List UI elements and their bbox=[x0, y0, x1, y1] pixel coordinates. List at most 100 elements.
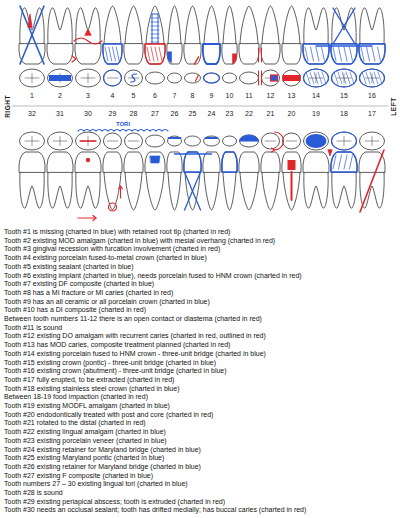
crown-hatch bbox=[316, 47, 319, 61]
legend-line: Tooth #5 existing sealant (charted in bl… bbox=[4, 263, 134, 272]
amalgam-fill bbox=[240, 135, 259, 141]
chart-mark bbox=[258, 48, 259, 62]
extrusion-arrow bbox=[120, 186, 121, 198]
legend-line: Tooth #9 has an all ceramic or all porce… bbox=[4, 298, 210, 307]
occlusal-outline bbox=[204, 136, 220, 146]
legend-line: Tooth #15 existing crown (pontic) - thre… bbox=[4, 359, 216, 368]
occlusal-groove bbox=[60, 137, 61, 146]
amalgam-fill bbox=[306, 134, 327, 148]
occlusal-outline bbox=[360, 132, 385, 150]
tooth-number: 4 bbox=[111, 92, 115, 100]
crown-hatch bbox=[310, 72, 314, 84]
occlusal-outline bbox=[240, 72, 259, 84]
occlusal-outline bbox=[48, 132, 73, 150]
legend-line: Tooth #14 existing porcelain fused to HN… bbox=[4, 350, 266, 359]
tooth-root bbox=[20, 172, 44, 208]
occlusal-groove bbox=[265, 141, 276, 142]
tooth-number: 6 bbox=[153, 92, 157, 100]
tooth-root bbox=[332, 172, 356, 208]
tooth-crown bbox=[359, 152, 385, 172]
legend-line: Tooth #10 has a DI composite (charted in… bbox=[4, 306, 146, 315]
chart-mark bbox=[20, 6, 44, 64]
crown-hatch bbox=[109, 47, 112, 61]
post-mark bbox=[291, 172, 293, 200]
tooth-root bbox=[185, 6, 200, 44]
crown-outline bbox=[145, 44, 165, 64]
tooth-root bbox=[304, 172, 328, 208]
tooth-crown bbox=[282, 44, 301, 64]
occlusal-outline bbox=[125, 133, 143, 149]
extrusion-arrow bbox=[119, 186, 123, 189]
tooth-crown bbox=[359, 44, 385, 64]
crown-hatch bbox=[155, 47, 158, 61]
crown-hatch bbox=[116, 47, 119, 61]
occlusal-outline bbox=[48, 69, 73, 87]
tooth-number: 25 bbox=[189, 110, 197, 118]
tooth-root bbox=[262, 172, 279, 210]
overhang-mark bbox=[72, 56, 76, 62]
tooth-number: 2 bbox=[58, 92, 62, 100]
tooth-crown bbox=[124, 44, 143, 64]
crown-hatch bbox=[113, 47, 116, 61]
tooth-crown bbox=[19, 152, 45, 172]
crown-hatch bbox=[374, 72, 378, 84]
legend-line: Tooth #27 existing F composite (charted … bbox=[4, 472, 153, 481]
core-mark bbox=[288, 160, 296, 170]
crown-hatch bbox=[366, 72, 370, 84]
tooth-root bbox=[332, 8, 356, 44]
crown-hatch bbox=[367, 47, 370, 61]
occlusal-outline bbox=[104, 70, 122, 86]
tooth-number: 28 bbox=[130, 110, 138, 118]
extraction-mark bbox=[360, 150, 384, 212]
tooth-number: 15 bbox=[340, 92, 348, 100]
tooth-root bbox=[168, 172, 181, 210]
retainer-mark bbox=[206, 137, 218, 139]
amalgam-fill bbox=[271, 75, 278, 81]
crown-outline bbox=[303, 44, 329, 64]
caries-dot bbox=[86, 158, 90, 162]
tooth-number: 3 bbox=[86, 92, 90, 100]
crown-occlusal bbox=[332, 69, 357, 87]
occlusal-outline bbox=[332, 132, 357, 150]
tooth-number: 29 bbox=[109, 110, 117, 118]
tooth-number: 13 bbox=[288, 92, 296, 100]
crown-hatch bbox=[378, 72, 382, 84]
crown-hatch bbox=[361, 47, 364, 61]
crown-hatch bbox=[344, 155, 347, 169]
crown-occlusal bbox=[104, 70, 122, 86]
tooth-number: 19 bbox=[312, 110, 320, 118]
tooth-crown bbox=[203, 152, 220, 172]
tooth-number: 1 bbox=[30, 92, 34, 100]
chart-mark bbox=[185, 172, 201, 210]
crown-hatch bbox=[334, 72, 338, 84]
tooth-number: 26 bbox=[171, 110, 179, 118]
implant-thread bbox=[151, 34, 159, 35]
crown-hatch bbox=[350, 47, 353, 61]
tooth-number: 31 bbox=[56, 110, 64, 118]
tooth-crown bbox=[47, 44, 73, 64]
occlusal-outline bbox=[304, 69, 329, 87]
rotation-arrow bbox=[272, 148, 275, 152]
arch-divider bbox=[12, 106, 388, 107]
occlusal-outline bbox=[104, 133, 122, 149]
legend-line: Tooth #28 is sound bbox=[4, 489, 63, 498]
tooth-root bbox=[283, 6, 300, 44]
crown-hatch bbox=[305, 47, 308, 61]
fracture-mark bbox=[196, 75, 199, 81]
occlusal-groove bbox=[88, 74, 89, 83]
tooth-number: 9 bbox=[210, 92, 214, 100]
occlusal-outline bbox=[168, 73, 182, 83]
chart-mark bbox=[258, 71, 259, 85]
drift-arrow bbox=[78, 217, 96, 218]
occlusal-groove bbox=[344, 137, 345, 146]
crown-hatch bbox=[151, 47, 154, 61]
tooth-crown bbox=[145, 152, 165, 172]
tooth-crown bbox=[184, 44, 201, 64]
tooth-number: 21 bbox=[267, 110, 275, 118]
occlusal-groove bbox=[286, 141, 297, 142]
tooth-number: 23 bbox=[226, 110, 234, 118]
chart-mark bbox=[261, 71, 262, 85]
occlusal-groove bbox=[372, 137, 373, 146]
legend-line: Tooth #6 existing implant (charted in bl… bbox=[4, 272, 302, 281]
impaction-mark bbox=[328, 150, 332, 156]
